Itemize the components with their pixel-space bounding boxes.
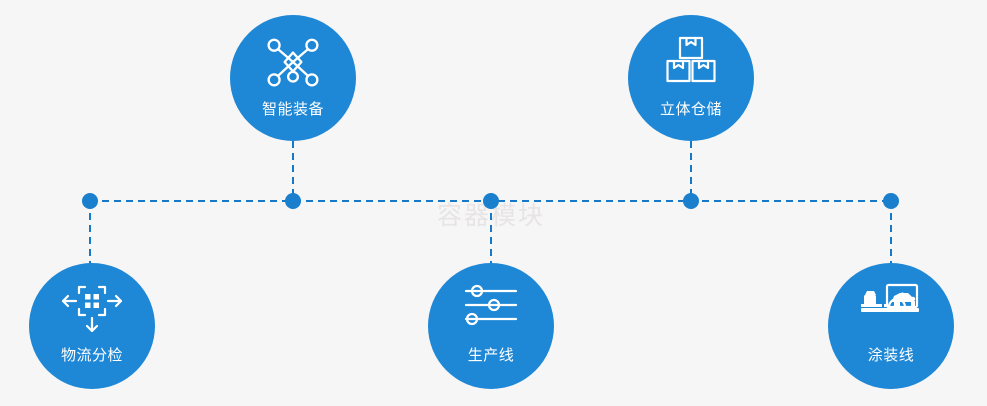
node-label-painting-line: 涂装线 xyxy=(868,347,915,364)
bus-dot-painting-line xyxy=(883,193,899,209)
node-label-logistics-sorting: 物流分检 xyxy=(61,347,123,364)
node-production-line[interactable]: 生产线 xyxy=(428,263,554,389)
bus-dot-stereoscopic-warehouse xyxy=(683,193,699,209)
node-label-smart-equipment: 智能装备 xyxy=(262,100,324,118)
node-circle-painting-line[interactable] xyxy=(828,263,954,389)
sorting-arrows-icon xyxy=(61,285,123,333)
stacked-boxes-icon xyxy=(666,36,716,83)
node-label-production-line: 生产线 xyxy=(468,347,515,364)
sliders-icon xyxy=(464,284,518,326)
node-smart-equipment[interactable]: 智能装备 xyxy=(230,15,356,141)
node-circle-stereoscopic-warehouse[interactable] xyxy=(628,15,754,141)
node-painting-line[interactable]: 涂装线 xyxy=(828,263,954,389)
bus-node-dots xyxy=(82,193,899,209)
bus-dot-logistics-sorting xyxy=(82,193,98,209)
node-stereoscopic-warehouse[interactable]: 立体仓储 xyxy=(628,15,754,141)
node-label-stereoscopic-warehouse: 立体仓储 xyxy=(660,101,722,118)
bus-dot-production-line xyxy=(483,193,499,209)
node-circle-production-line[interactable] xyxy=(428,263,554,389)
network-nodes-icon xyxy=(267,38,319,87)
node-logistics-sorting[interactable]: 物流分检 xyxy=(29,263,155,389)
paint-booth-icon xyxy=(861,283,919,312)
node-circle-smart-equipment[interactable] xyxy=(230,15,356,141)
bus-dot-smart-equipment xyxy=(285,193,301,209)
